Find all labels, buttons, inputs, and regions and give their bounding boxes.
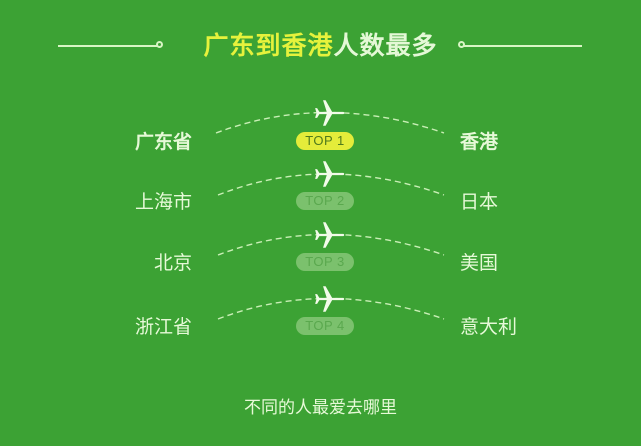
airplane-icon [315, 286, 345, 312]
rank-badge-1: TOP 1 [296, 132, 354, 150]
airplane-icon [315, 222, 345, 248]
airplane-icon [315, 100, 345, 126]
rank-badge-2: TOP 2 [296, 192, 354, 210]
rank-badge-4: TOP 4 [296, 317, 354, 335]
airplane-icon [315, 161, 345, 187]
route-2-destination: 日本 [460, 191, 499, 213]
rank-badge-3: TOP 3 [296, 253, 354, 271]
route-4-origin: 浙江省 [134, 316, 192, 338]
route-1-origin: 广东省 [134, 131, 192, 153]
title-right-dot [458, 41, 465, 48]
title-highlight: 广东到香港 [203, 31, 334, 60]
title-rest: 人数最多 [333, 31, 438, 60]
page-title: 广东到香港人数最多 [0, 30, 641, 62]
route-2-origin: 上海市 [134, 191, 192, 213]
route-1-destination: 香港 [460, 131, 499, 153]
route-3-origin: 北京 [153, 252, 192, 274]
title-left-line [58, 45, 158, 47]
title-left-dot [156, 41, 163, 48]
title-right-line [464, 45, 582, 47]
footer-caption: 不同的人最爱去哪里 [244, 398, 397, 418]
route-3-destination: 美国 [460, 252, 499, 274]
route-4-destination: 意大利 [460, 316, 518, 338]
